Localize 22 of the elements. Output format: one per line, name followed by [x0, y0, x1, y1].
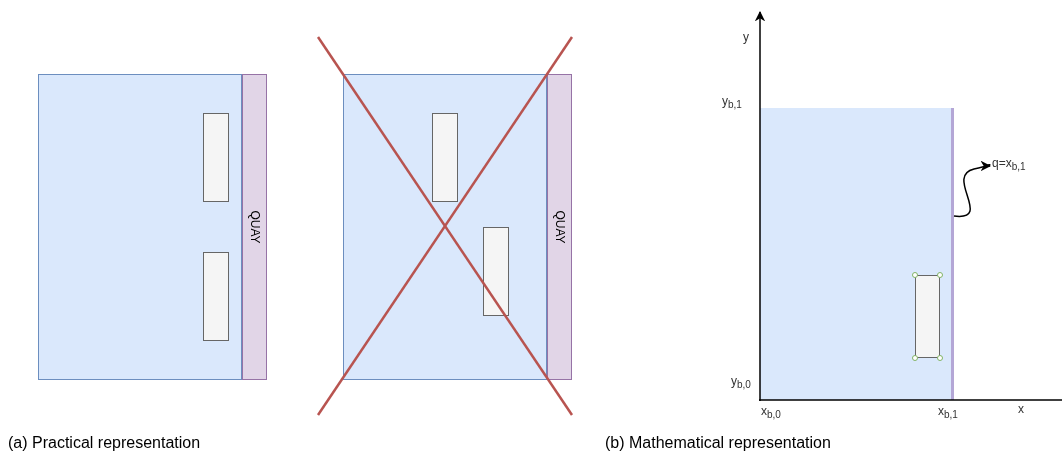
tick-label: y$_{b,1}$ [722, 94, 742, 111]
quay-line [951, 108, 954, 400]
quay-band [242, 74, 267, 380]
panel-caption: (a) Practical representation [8, 434, 201, 452]
boundary-label: q=x$_{b,1}$ [992, 156, 1058, 174]
axis-label: y [743, 30, 749, 44]
tick-label: x$_{b,0}$ [761, 404, 781, 421]
tick-label: y$_{b,0}$ [731, 374, 751, 391]
quay-label: QUAY [552, 210, 567, 244]
vessel-rectangle [203, 113, 229, 202]
yard-area [760, 108, 952, 400]
wavy-arrow [953, 160, 992, 218]
yard-area [343, 74, 547, 380]
quay-band [547, 74, 572, 380]
axis-label: x [1018, 402, 1024, 416]
vessel-rectangle [483, 227, 509, 316]
tick-label: x$_{b,1}$ [938, 404, 958, 421]
panel-caption: (b) Mathematical representation [605, 434, 831, 452]
vessel-rectangle [432, 113, 458, 202]
vessel-rectangle [203, 252, 229, 341]
quay-label: QUAY [247, 210, 262, 244]
yard-area [38, 74, 242, 380]
